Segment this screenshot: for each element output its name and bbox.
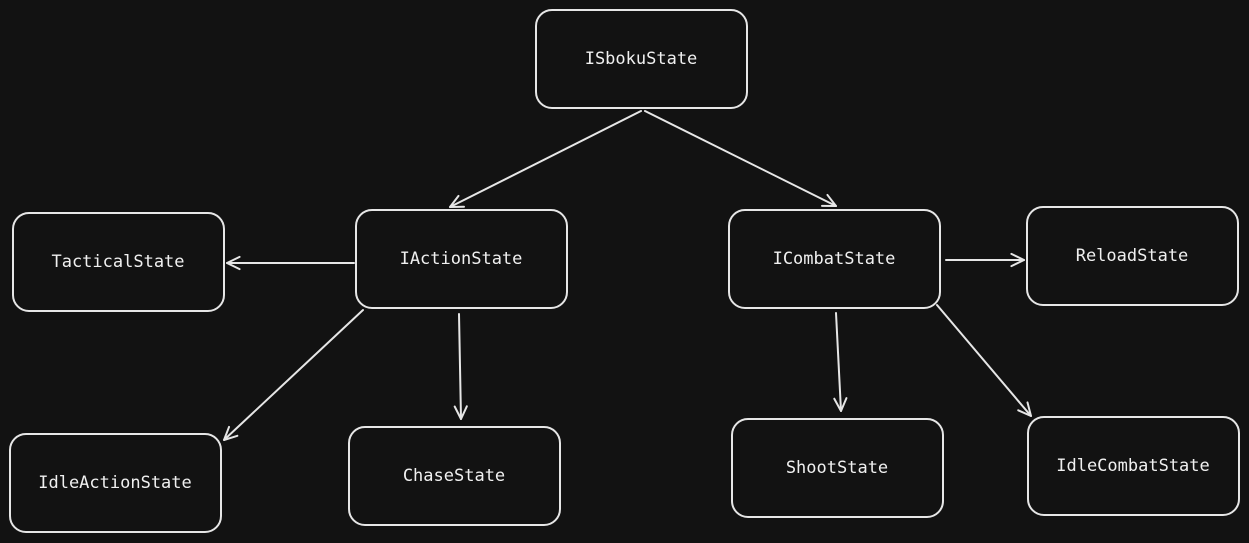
arrow-head-icon: [821, 193, 837, 207]
node-label-icombat: ICombatState: [773, 249, 896, 269]
node-label-tactical: TacticalState: [51, 252, 184, 272]
edge-icombat-to-shoot: [833, 312, 848, 412]
node-label-reload: ReloadState: [1076, 246, 1189, 266]
edge-isboku-to-iaction: [449, 110, 642, 208]
arrow-head-icon: [833, 397, 848, 412]
edge-line: [936, 304, 1032, 417]
node-tactical[interactable]: TacticalState: [12, 212, 225, 312]
node-label-isboku: ISbokuState: [585, 49, 698, 69]
edge-line: [449, 110, 642, 208]
nodes-layer: ISbokuState IActionState ICombatState Ta…: [9, 9, 1240, 533]
node-label-iaction: IActionState: [400, 249, 523, 269]
node-idleaction[interactable]: IdleActionState: [9, 433, 222, 533]
node-idlecombat[interactable]: IdleCombatState: [1027, 416, 1240, 516]
node-label-idleaction: IdleActionState: [38, 473, 192, 493]
edge-icombat-to-idlecombat: [936, 304, 1032, 417]
node-isboku[interactable]: ISbokuState: [535, 9, 748, 109]
edge-isboku-to-icombat: [644, 110, 837, 207]
edge-line: [458, 313, 462, 420]
arrow-head-icon: [226, 255, 241, 271]
edge-iaction-to-idleaction: [223, 309, 364, 441]
node-chase[interactable]: ChaseState: [348, 426, 561, 526]
node-iaction[interactable]: IActionState: [355, 209, 568, 309]
edges-layer: [223, 110, 1032, 441]
arrow-head-icon: [453, 405, 468, 420]
edge-icombat-to-reload: [945, 252, 1025, 268]
edge-iaction-to-chase: [453, 313, 468, 420]
arrow-head-icon: [1010, 252, 1025, 268]
node-label-chase: ChaseState: [403, 466, 505, 486]
node-shoot[interactable]: ShootState: [731, 418, 944, 518]
node-reload[interactable]: ReloadState: [1026, 206, 1239, 306]
arrow-head-icon: [1017, 401, 1032, 417]
arrow-head-icon: [449, 194, 465, 208]
edge-line: [223, 309, 364, 441]
node-icombat[interactable]: ICombatState: [728, 209, 941, 309]
arrow-head-icon: [223, 425, 239, 441]
edge-line: [644, 110, 837, 207]
node-label-idlecombat: IdleCombatState: [1056, 456, 1210, 476]
edge-iaction-to-tactical: [226, 255, 355, 271]
edge-line: [835, 312, 842, 412]
node-label-shoot: ShootState: [786, 458, 888, 478]
